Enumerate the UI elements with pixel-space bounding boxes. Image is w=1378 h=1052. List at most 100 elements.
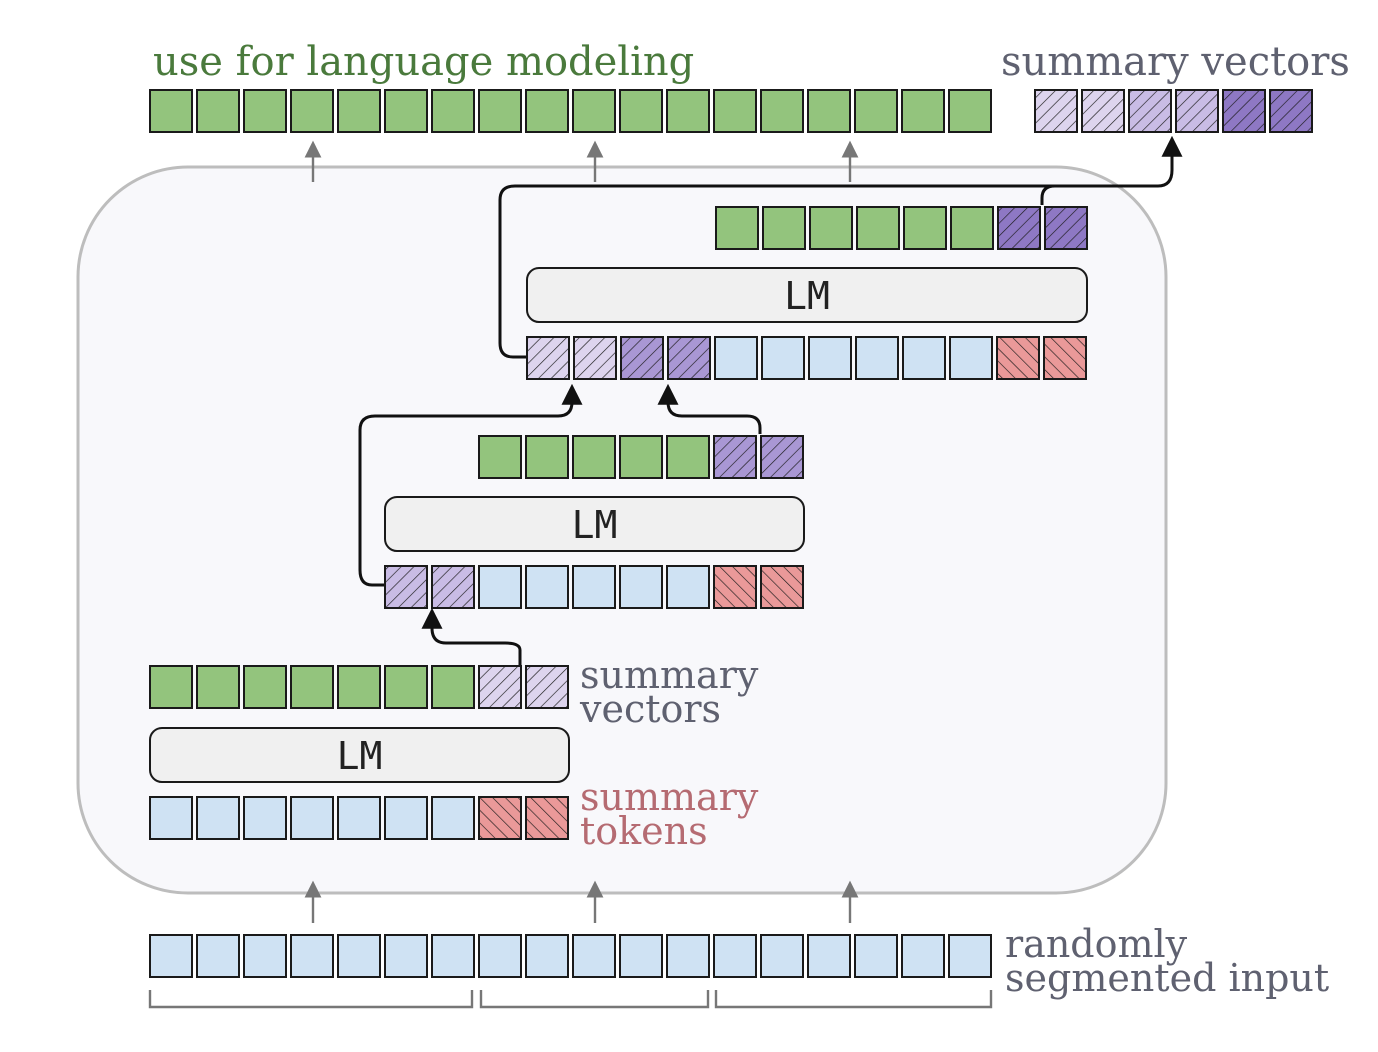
input-row-cell-4 [290, 934, 334, 978]
level2-input-cell-3 [478, 565, 522, 609]
level3-output-cell-5 [903, 206, 947, 250]
level3-input-cell-7 [808, 336, 852, 380]
level1-output-cell-7 [431, 665, 475, 709]
output-row-cell-10 [572, 89, 616, 133]
summary-vectors-row-cell-3-hatch [1130, 91, 1170, 131]
lm-box-2-label: LM [572, 503, 618, 547]
level3-output-cell-3 [809, 206, 853, 250]
output-row-cell-5 [337, 89, 381, 133]
output-row-cell-17 [901, 89, 945, 133]
level2-output-cell-6-hatch [715, 437, 755, 477]
level1-output-cell-5 [337, 665, 381, 709]
level3-input-cell-5 [714, 336, 758, 380]
level2-input-cell-8-hatch [715, 567, 755, 607]
input-row-cell-16 [854, 934, 898, 978]
connector-arrow-4 [498, 135, 1183, 359]
level1-output-cell-6 [384, 665, 428, 709]
input-row-cell-3 [243, 934, 287, 978]
input-row-cell-2 [196, 934, 240, 978]
connector-arrow-3 [657, 383, 762, 434]
input-row-cell-11 [619, 934, 663, 978]
input-row-cell-18 [948, 934, 992, 978]
level1-output-cell-2 [196, 665, 240, 709]
level2-input-cell-6 [619, 565, 663, 609]
level3-input-cell-9 [902, 336, 946, 380]
level1-input-cell-8-hatch [480, 798, 520, 838]
level3-input-cell-12-hatch [1045, 338, 1085, 378]
level3-output-cell-4 [856, 206, 900, 250]
level2-input-cell-5 [572, 565, 616, 609]
level1-input-cell-9-hatch [527, 798, 567, 838]
connector-arrow-2 [358, 383, 583, 587]
output-row-cell-6 [384, 89, 428, 133]
level1-output-cell-1 [149, 665, 193, 709]
output-row-cell-18 [948, 89, 992, 133]
lm-box-3-label: LM [784, 274, 830, 318]
output-row-cell-8 [478, 89, 522, 133]
summary-vectors-label-line2: vectors [579, 687, 721, 731]
title-summary-vectors: summary vectors [1001, 39, 1350, 85]
level3-input-cell-3-hatch [622, 338, 662, 378]
input-row-cell-12 [666, 934, 710, 978]
level2-output-cell-3 [572, 435, 616, 479]
summary-vectors-row-cell-1-hatch [1036, 91, 1076, 131]
level1-input-cell-1 [149, 796, 193, 840]
level2-output-cell-7-hatch [762, 437, 802, 477]
level2-output-cell-1 [478, 435, 522, 479]
output-row-cell-3 [243, 89, 287, 133]
input-row-cell-9 [525, 934, 569, 978]
level1-input-cell-3 [243, 796, 287, 840]
output-row-cell-15 [807, 89, 851, 133]
level1-output-cell-4 [290, 665, 334, 709]
output-row-cell-9 [525, 89, 569, 133]
output-row-cell-7 [431, 89, 475, 133]
summary-vectors-row-cell-2-hatch [1083, 91, 1123, 131]
connector-arrow-1 [421, 607, 522, 665]
output-row-cell-12 [666, 89, 710, 133]
input-row-cell-5 [337, 934, 381, 978]
summary-vectors-label-line1: summary [580, 653, 759, 697]
output-row-cell-16 [854, 89, 898, 133]
level2-input-cell-1-hatch [386, 567, 426, 607]
level3-input-cell-11-hatch [998, 338, 1038, 378]
level2-input-cell-4 [525, 565, 569, 609]
input-row-cell-7 [431, 934, 475, 978]
connector-arrow-5 [1040, 184, 1056, 205]
input-row-cell-17 [901, 934, 945, 978]
summary-vectors-row-cell-4-hatch [1177, 91, 1217, 131]
level1-output-cell-3 [243, 665, 287, 709]
level1-input-cell-5 [337, 796, 381, 840]
level2-output-cell-5 [666, 435, 710, 479]
input-label-line2: segmented input [1005, 956, 1329, 1000]
lm-box-1 [149, 727, 570, 783]
output-row-cell-4 [290, 89, 334, 133]
output-row-cell-14 [760, 89, 804, 133]
lm-box-2 [384, 496, 805, 552]
level3-output-cell-1 [715, 206, 759, 250]
segment-bracket-2 [479, 990, 710, 1009]
level1-input-cell-7 [431, 796, 475, 840]
summary-tokens-label-line1: summary [580, 775, 759, 819]
input-label-line1: randomly [1005, 922, 1188, 966]
lm-box-1-label: LM [337, 734, 383, 778]
input-row-cell-15 [807, 934, 851, 978]
level1-output-cell-9-hatch [527, 667, 567, 707]
level3-input-cell-2-hatch [575, 338, 615, 378]
level1-input-cell-2 [196, 796, 240, 840]
level1-input-cell-4 [290, 796, 334, 840]
level3-input-cell-8 [855, 336, 899, 380]
input-row-cell-10 [572, 934, 616, 978]
output-row-cell-1 [149, 89, 193, 133]
level3-output-cell-2 [762, 206, 806, 250]
input-row-cell-8 [478, 934, 522, 978]
level3-input-cell-10 [949, 336, 993, 380]
input-row-cell-13 [713, 934, 757, 978]
lm-box-3 [526, 267, 1088, 323]
level1-input-cell-6 [384, 796, 428, 840]
level1-output-cell-8-hatch [480, 667, 520, 707]
title-language-modeling: use for language modeling [153, 39, 694, 85]
level2-input-cell-2-hatch [433, 567, 473, 607]
level3-output-cell-8-hatch [1046, 208, 1086, 248]
